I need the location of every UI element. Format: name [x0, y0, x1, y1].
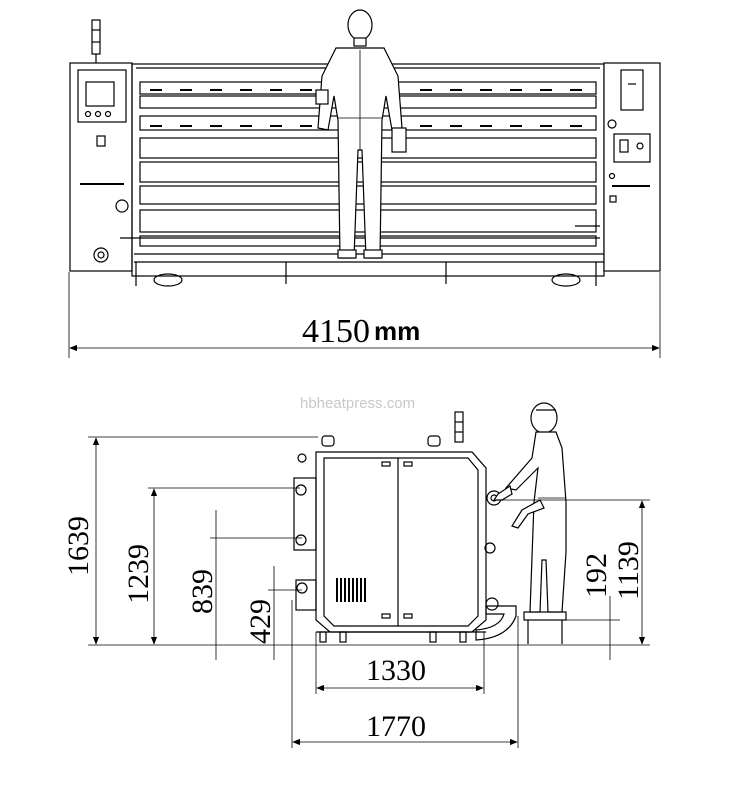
height-total-label: 1639: [62, 516, 95, 576]
knob-icon: [115, 199, 129, 213]
vent-grille: [336, 578, 366, 602]
operator-front-figure: [315, 9, 407, 259]
watermark: hbheatpress.com: [300, 395, 415, 412]
left-cabinet: [69, 62, 133, 272]
right-control-box: [613, 133, 651, 163]
depth-total-label: 1770: [366, 710, 426, 743]
power-switch-icon: [96, 135, 106, 147]
depth-body-label: 1330: [366, 654, 426, 687]
width-value: 4150: [302, 313, 370, 350]
right-panel-display: [620, 69, 644, 111]
fan-icon: [93, 247, 109, 263]
side-dimensions: 1639 1239 839 429 1139 192 1330: [62, 436, 650, 748]
signal-tower-left: [91, 19, 101, 55]
control-panel: [77, 69, 127, 123]
operator-side-figure: [492, 402, 567, 613]
feed-bracket: [293, 477, 317, 551]
touch-screen: [85, 81, 115, 107]
width-unit: mm: [374, 316, 420, 346]
height-mid-label: 839: [186, 569, 219, 614]
height-hand-label: 1139: [612, 541, 645, 600]
caster-right: [551, 273, 581, 287]
signal-tower-side: [454, 411, 464, 443]
height-feed-label: 1239: [122, 544, 155, 604]
side-cabinet: [315, 451, 487, 633]
side-view: 1639 1239 839 429 1139 192 1330: [62, 402, 650, 748]
caster-left: [153, 273, 183, 287]
operator-platform: [523, 611, 567, 621]
front-view: 4150 mm: [68, 9, 661, 358]
output-tray: [475, 605, 517, 641]
right-cabinet: [603, 62, 661, 272]
platform-height-label: 192: [580, 553, 613, 598]
height-low-label: 429: [244, 599, 277, 644]
